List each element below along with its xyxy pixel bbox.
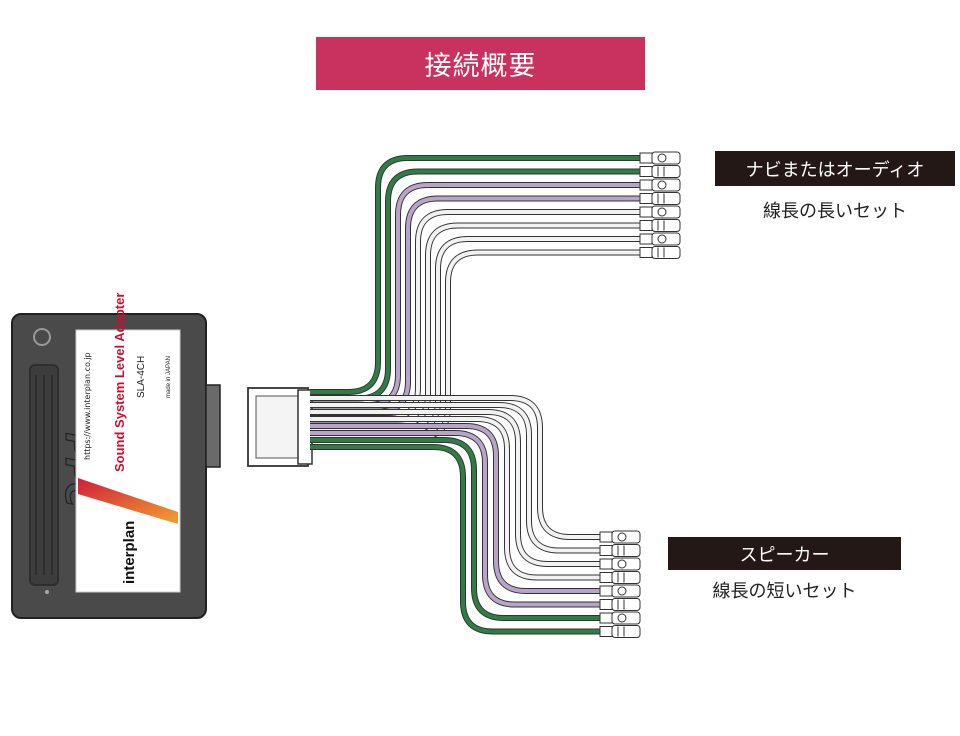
short-wire-3 — [310, 410, 600, 566]
device-label-sticker — [75, 329, 181, 593]
harness-connector — [247, 387, 313, 467]
navi-audio-label: ナビまたはオーディオ — [715, 151, 955, 186]
long-set-caption: 線長の長いセット — [763, 201, 907, 222]
device-vent-grooves — [29, 364, 59, 586]
short-terminal-5 — [599, 584, 641, 598]
device-url: https://www.interplan.co.jp — [83, 352, 92, 460]
short-terminal-4 — [599, 571, 641, 584]
long-wire-2 — [310, 169, 640, 401]
long-terminal-8 — [639, 246, 681, 259]
device-product-name: Sound System Level Adapter — [112, 293, 127, 472]
device-origin: made in JAPAN — [166, 356, 172, 398]
wire-bundle — [310, 155, 640, 635]
short-wire-1 — [310, 396, 600, 539]
long-terminal-5 — [639, 205, 681, 219]
short-terminal-8 — [599, 625, 641, 638]
short-wire-4 — [310, 417, 600, 580]
long-terminal-2 — [639, 165, 681, 178]
short-terminal-1 — [599, 530, 641, 544]
long-wire-3-outline — [310, 182, 640, 408]
long-wire-4-outline — [310, 195, 640, 415]
short-wire-8 — [310, 445, 600, 634]
device-led-icon — [45, 590, 49, 594]
short-terminal-3 — [599, 557, 641, 571]
long-wire-1 — [310, 156, 640, 394]
short-set-caption: 線長の短いセット — [712, 581, 857, 602]
long-terminal-1 — [639, 151, 681, 165]
long-wire-1-outline — [310, 155, 640, 395]
long-wire-4 — [310, 196, 640, 414]
page-title: 接続概要 — [316, 37, 645, 90]
speaker-label: スピーカー — [668, 537, 901, 570]
device-swoosh — [78, 478, 178, 524]
short-wire-2 — [310, 403, 600, 553]
device-screw-icon — [33, 328, 51, 346]
device-brand: interplan — [121, 521, 138, 584]
long-terminal-4 — [639, 192, 681, 205]
short-wire-6 — [310, 431, 600, 607]
device-connector-port — [205, 384, 221, 468]
device-model: SLA-4CH — [136, 356, 147, 398]
terminal-set — [599, 151, 681, 638]
long-wire-5-outline — [310, 209, 640, 421]
short-wire-7 — [310, 438, 600, 620]
long-wire-3 — [310, 183, 640, 407]
long-terminal-7 — [639, 232, 681, 246]
long-terminal-3 — [639, 178, 681, 192]
adapter-device: PPC https://www.interplan.co.jp Sound Sy… — [11, 293, 221, 619]
long-wire-6 — [310, 223, 640, 427]
long-wire-5 — [310, 210, 640, 420]
short-terminal-2 — [599, 544, 641, 557]
long-wire-7 — [310, 237, 640, 433]
short-wire-5 — [310, 424, 600, 593]
long-wire-2-outline — [310, 168, 640, 402]
short-terminal-6 — [599, 598, 641, 611]
short-terminal-7 — [599, 611, 641, 625]
long-terminal-6 — [639, 219, 681, 232]
